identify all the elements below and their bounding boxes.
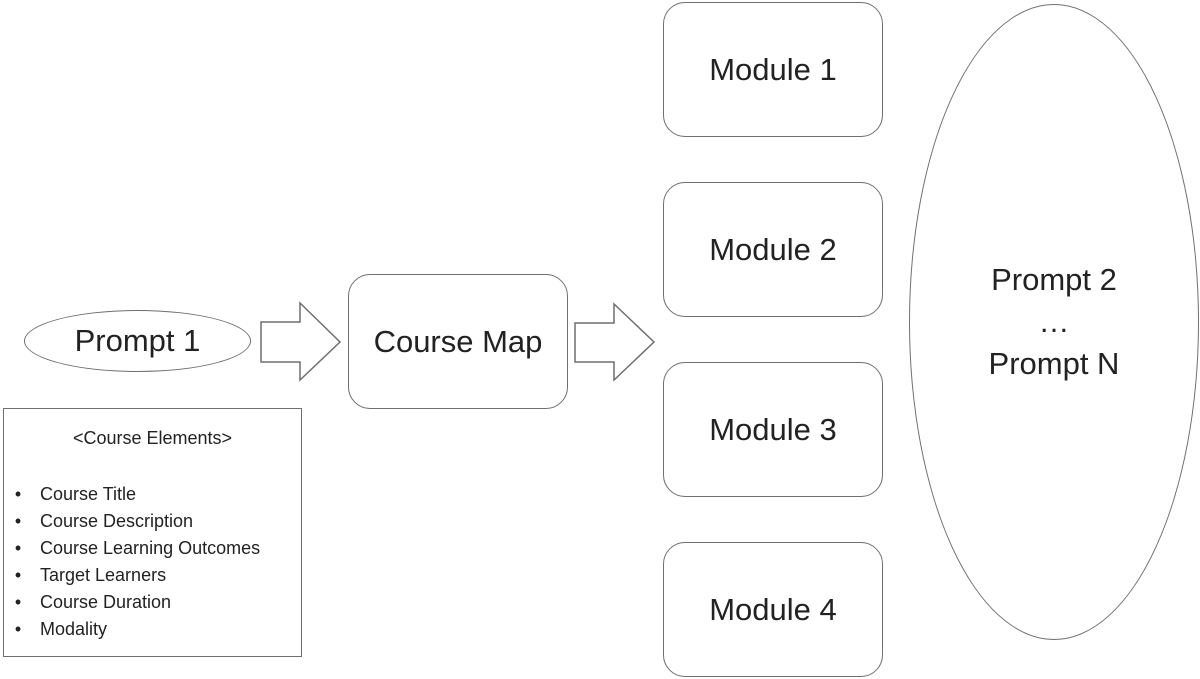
prompt-1-ellipse: Prompt 1	[24, 310, 251, 372]
course-element-label: Target Learners	[40, 565, 167, 585]
prompt-n-label: Prompt N	[988, 346, 1120, 381]
course-element-item: • Course Learning Outcomes	[4, 536, 260, 563]
course-element-label: Course Learning Outcomes	[40, 538, 261, 558]
module-4-label: Module 4	[709, 591, 837, 627]
course-elements-list: • Course Title • Course Description • Co…	[4, 482, 260, 644]
bullet-icon: •	[14, 592, 22, 612]
prompt-1-label: Prompt 1	[74, 323, 201, 359]
course-elements-title: <Course Elements>	[72, 428, 233, 448]
course-element-item: • Target Learners	[4, 563, 260, 590]
prompt-2-label: Prompt 2	[991, 262, 1117, 297]
course-element-label: Course Duration	[40, 592, 172, 612]
bullet-icon: •	[14, 565, 22, 585]
module-1-label: Module 1	[709, 51, 837, 87]
bullet-icon: •	[14, 619, 22, 639]
course-element-label: Modality	[40, 619, 108, 639]
course-element-item: • Course Title	[4, 482, 260, 509]
ellipsis-label: …	[1038, 304, 1070, 339]
module-3-box: Module 3	[663, 362, 883, 497]
course-map-label: Course Map	[373, 323, 543, 359]
course-element-label: Course Title	[40, 484, 137, 504]
prompt-2-to-n-ellipse: Prompt 2 … Prompt N	[909, 4, 1199, 640]
module-4-box: Module 4	[663, 542, 883, 677]
module-2-box: Module 2	[663, 182, 883, 317]
course-elements-box: <Course Elements> • Course Title • Cours…	[3, 408, 302, 657]
bullet-icon: •	[14, 484, 22, 504]
module-1-box: Module 1	[663, 2, 883, 137]
course-element-item: • Course Description	[4, 509, 260, 536]
prompt-2-to-n-text: Prompt 2 … Prompt N	[989, 259, 1120, 385]
bullet-icon: •	[14, 538, 22, 558]
arrow-course-map-to-modules	[574, 302, 656, 382]
course-element-label: Course Description	[40, 511, 194, 531]
bullet-icon: •	[14, 511, 22, 531]
course-element-item: • Modality	[4, 617, 260, 644]
module-3-label: Module 3	[709, 411, 837, 447]
module-2-label: Module 2	[709, 231, 837, 267]
course-map-box: Course Map	[348, 274, 568, 409]
arrow-prompt-to-course-map	[260, 301, 342, 382]
course-element-item: • Course Duration	[4, 590, 260, 617]
